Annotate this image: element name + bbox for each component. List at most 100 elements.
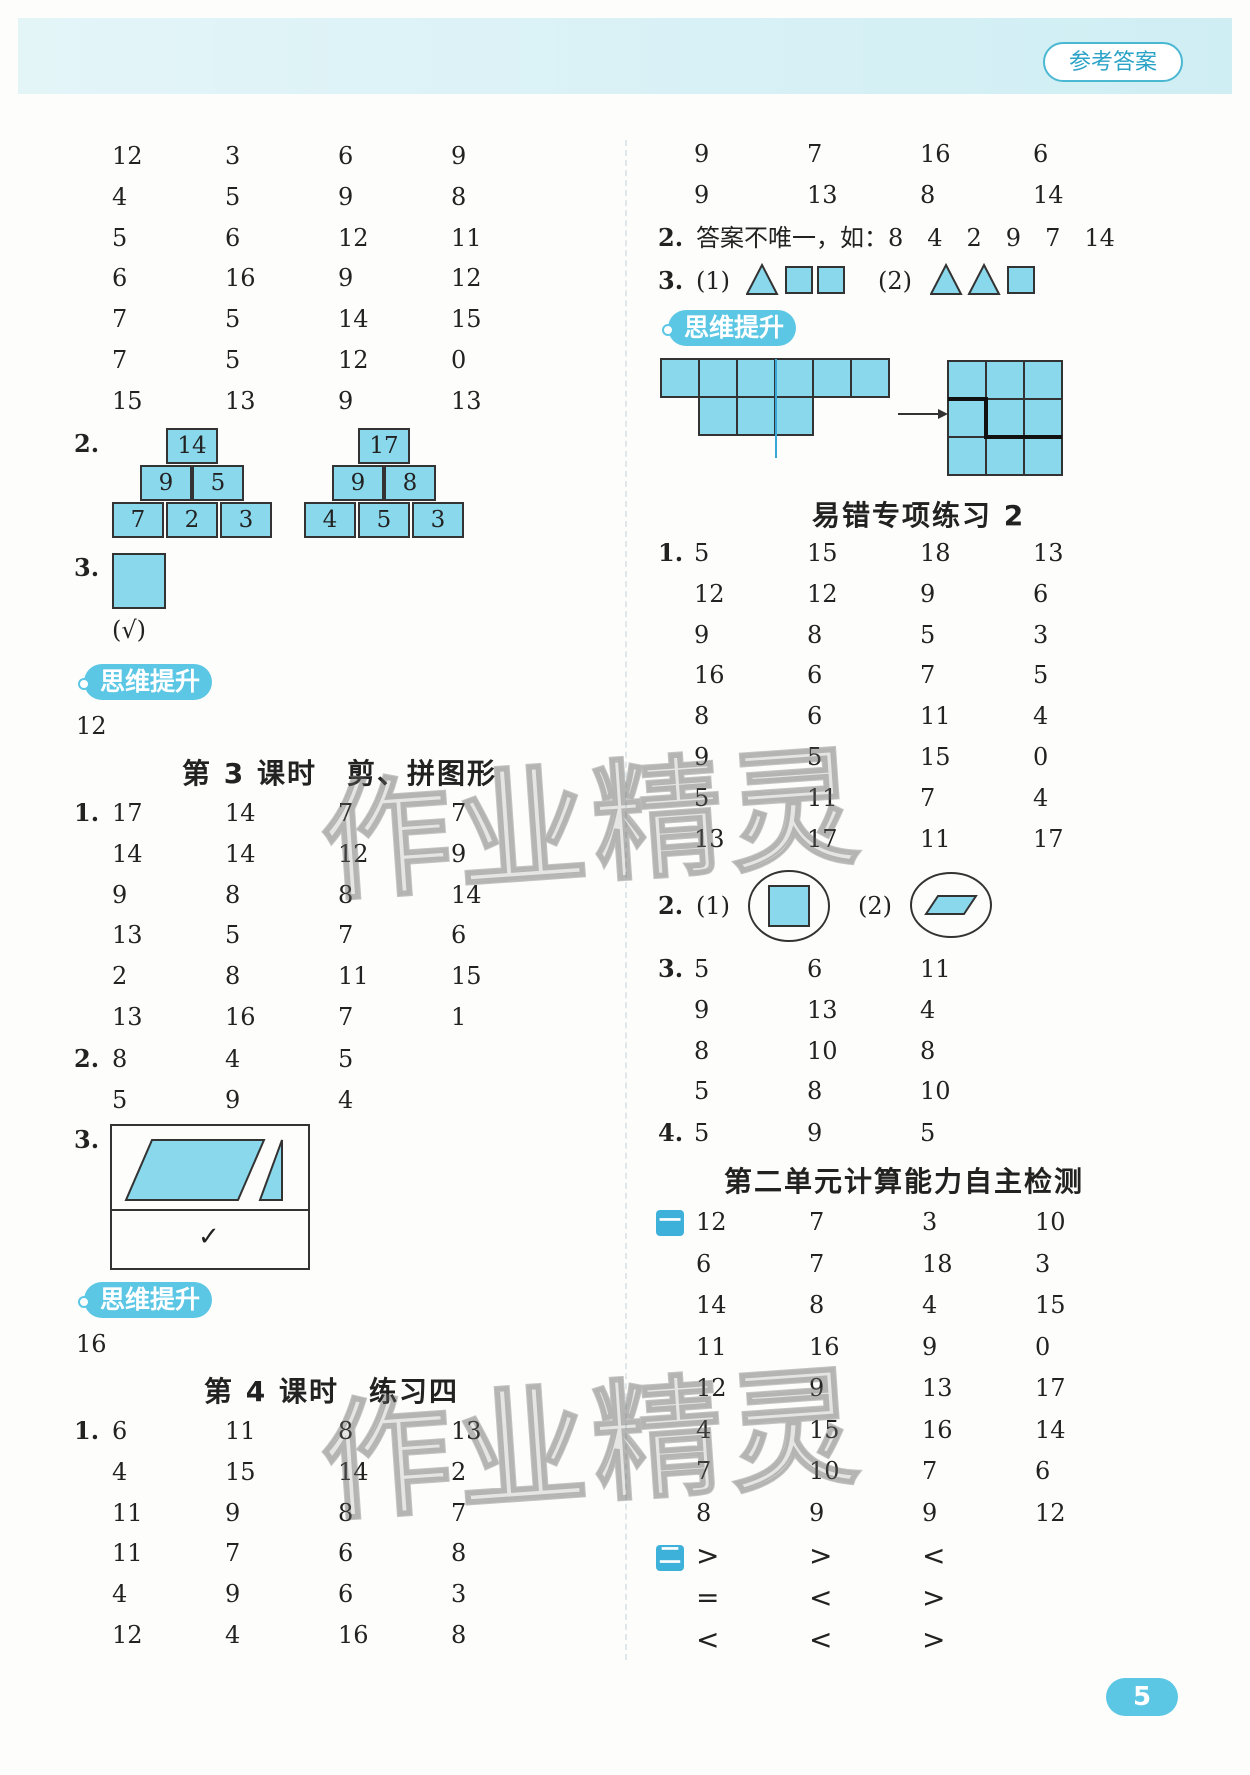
answer-cell: 4 — [696, 1415, 712, 1444]
part-label: (2) — [878, 267, 912, 295]
answer-cell: 9 — [225, 1580, 241, 1609]
answer-cell: > — [922, 1581, 946, 1614]
check-mark: ✓ — [198, 1222, 220, 1252]
answer-cell: 0 — [451, 346, 467, 374]
answer-cell: 7 — [112, 305, 128, 334]
answer-cell: > — [809, 1539, 833, 1572]
answer-cell: 9 — [809, 1498, 825, 1527]
answer-cell: 5 — [225, 346, 241, 374]
pyramid-cell: 7 — [112, 502, 164, 538]
answer-cell: 16 — [225, 264, 256, 293]
pyramid-cell: 2 — [166, 502, 218, 538]
answer-cell: 15 — [807, 539, 838, 567]
answer-cell: 4 — [112, 1457, 128, 1486]
unit-test-title: 第二单元计算能力自主检测 — [724, 1165, 1085, 1198]
answer-cell: 4 — [1033, 783, 1049, 812]
answer-cell: 7 — [338, 799, 354, 827]
shape-sequence-1 — [746, 262, 845, 295]
answer-cell: 7 — [338, 921, 354, 950]
answer-cell: 16 — [922, 1415, 953, 1444]
answer-cell: 6 — [338, 1539, 354, 1568]
answer-cell: 12 — [338, 346, 369, 374]
answer-cell: 5 — [1033, 661, 1049, 690]
answer-cell: 10 — [809, 1457, 840, 1485]
answer-cell: 13 — [1033, 539, 1064, 567]
answer-cell: 9 — [338, 264, 354, 293]
question-number: 3. — [74, 553, 100, 582]
answer-cell: 15 — [1035, 1291, 1066, 1319]
answer-cell: 8 — [694, 1036, 710, 1065]
answer-cell: 9 — [338, 182, 354, 211]
rearrange-diagram — [660, 358, 1063, 476]
circled-square — [748, 870, 830, 942]
answer-key-badge: 参考答案 — [1043, 42, 1183, 82]
answer-cell: 8 — [338, 1417, 354, 1445]
answer-cell: 13 — [922, 1374, 953, 1402]
answer-cell: 9 — [920, 579, 936, 608]
answer-cell: 8 — [451, 182, 467, 211]
answer-cell: 16 — [809, 1332, 840, 1361]
question-number: 1. — [74, 798, 100, 827]
answer-cell: 6 — [451, 921, 467, 950]
answer-cell: 10 — [1035, 1208, 1066, 1236]
answer-cell: 5 — [112, 1085, 128, 1114]
answer-cell: 9 — [338, 386, 354, 415]
answer-cell: 12 — [1035, 1498, 1066, 1527]
answer-cell: 6 — [112, 264, 128, 293]
answer-cell: 7 — [338, 1003, 354, 1031]
answer-cell: 7 — [922, 1457, 938, 1485]
thinking-boost-badge: 思维提升 — [77, 1282, 213, 1318]
section-one-badge: 一 — [656, 1210, 684, 1236]
answer-cell: 4 — [112, 1580, 128, 1609]
answer-cell: 3 — [451, 1580, 467, 1609]
page-number: 5 — [1106, 1678, 1178, 1716]
watermark: 作业精灵 — [315, 729, 870, 921]
pyramid-cell: 5 — [192, 465, 244, 501]
question-number: 2. — [658, 223, 684, 252]
answer-cell: 5 — [807, 743, 823, 771]
answer-cell: 13 — [807, 180, 838, 209]
answer-cell: 14 — [338, 305, 369, 334]
answer-cell: 7 — [807, 140, 823, 168]
answer-cell: 5 — [225, 921, 241, 950]
answer-cell: 8 — [807, 1077, 823, 1106]
answer-cell: 11 — [920, 955, 951, 983]
part-label: (1) — [696, 267, 730, 295]
circled-parallelogram — [910, 872, 992, 938]
answer-cell: 6 — [696, 1249, 712, 1278]
answer-cell: 16 — [338, 1621, 369, 1649]
answer-cell: 11 — [451, 223, 482, 252]
answer-cell: 8 — [225, 880, 241, 909]
column-divider — [625, 140, 627, 1660]
answer-cell: 10 — [920, 1077, 951, 1106]
pyramid-cell: 17 — [358, 428, 410, 464]
square-shape — [112, 553, 166, 609]
answer-cell: 9 — [225, 1085, 241, 1114]
answer-cell: 5 — [694, 1077, 710, 1106]
answer-cell: 8 — [807, 620, 823, 649]
answer-cell: 3 — [1035, 1249, 1051, 1278]
answer-cell: 4 — [920, 995, 936, 1024]
answer-cell: < — [922, 1539, 946, 1572]
question-number: 4. — [658, 1118, 684, 1147]
answer-cell: 12 — [694, 579, 725, 608]
answer-cell: < — [696, 1623, 720, 1656]
answer-cell: 4 — [1033, 702, 1049, 731]
answer-cell: 12 — [807, 579, 838, 608]
answer-cell: 7 — [451, 799, 467, 827]
thinking-answer: 16 — [76, 1330, 107, 1358]
answer-cell: 14 — [696, 1291, 727, 1319]
answer-cell: 3 — [922, 1208, 938, 1236]
answer-cell: 14 — [338, 1457, 369, 1486]
answer-cell: 8 — [451, 1539, 467, 1568]
answer-cell: 11 — [696, 1332, 727, 1361]
part-label: (2) — [858, 892, 892, 920]
answer-cell: 11 — [920, 702, 951, 731]
answer-cell: = — [696, 1581, 720, 1614]
answer-cell: 8 — [696, 1498, 712, 1527]
answer-cell: 7 — [451, 1498, 467, 1527]
pyramid-cell: 14 — [166, 428, 218, 464]
part-label: (1) — [696, 892, 730, 920]
answer-cell: > — [696, 1539, 720, 1572]
answer-cell: 5 — [338, 1045, 354, 1073]
